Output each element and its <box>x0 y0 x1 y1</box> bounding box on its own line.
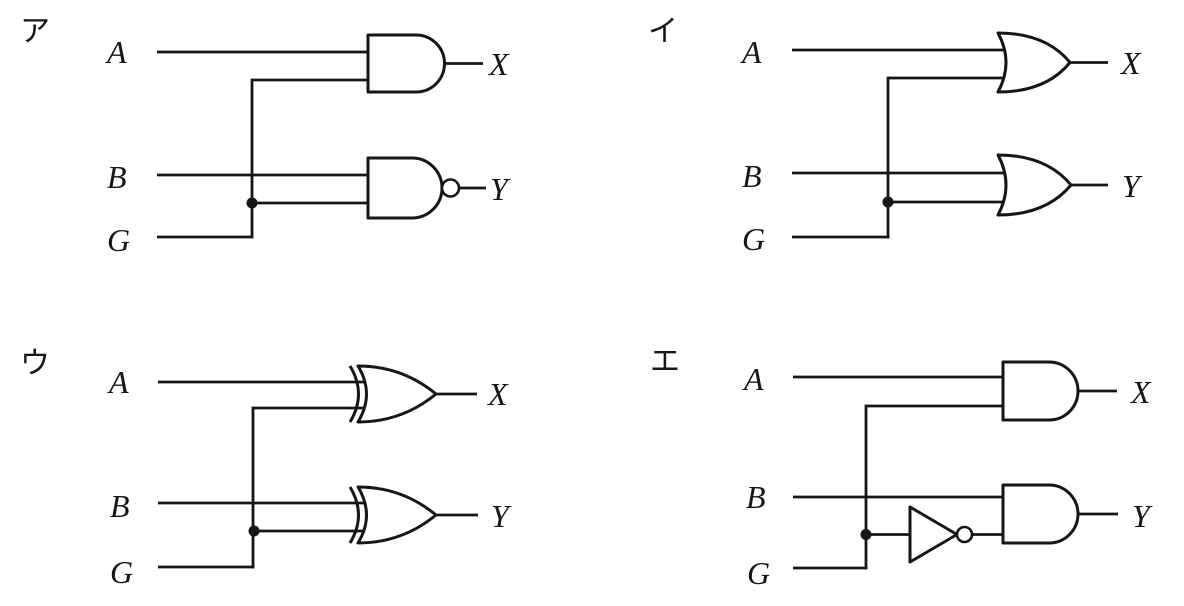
input-label-a: A <box>740 34 762 70</box>
output-label-y: Y <box>1122 168 1143 204</box>
xor-input-arc-x <box>348 365 360 423</box>
output-label-y: Y <box>490 171 511 207</box>
input-label-b: B <box>742 158 762 194</box>
input-label-a: A <box>105 34 127 70</box>
output-label-x: X <box>487 46 510 82</box>
option-label: エ <box>650 344 680 379</box>
input-label-a: A <box>742 361 764 397</box>
not-gate <box>908 505 959 564</box>
output-label-y: Y <box>491 498 512 534</box>
and-gate-x <box>366 33 446 94</box>
input-label-b: B <box>107 159 127 195</box>
input-label-g: G <box>747 555 770 591</box>
output-label-x: X <box>1129 374 1152 410</box>
input-label-a: A <box>107 364 129 400</box>
or-gate-x <box>996 31 1072 94</box>
output-label-x: X <box>1119 45 1142 81</box>
output-label-y: Y <box>1132 498 1153 534</box>
junction-dot <box>248 525 260 537</box>
input-label-b: B <box>110 488 130 524</box>
and-gate-x <box>1001 360 1080 422</box>
panel-i: イ A B G X Y <box>648 14 1143 257</box>
panel-a: ア A B G X Y <box>20 14 511 258</box>
junction-dot <box>860 529 872 540</box>
or-gate-y <box>996 153 1073 217</box>
not-inversion-bubble <box>955 525 974 544</box>
panel-u: ウ A B G X Y <box>20 346 512 590</box>
nand-gate-y <box>366 156 444 220</box>
nand-inversion-bubble <box>440 178 461 198</box>
option-label: ア <box>20 14 50 49</box>
junction-dot <box>882 196 894 208</box>
junction-dot <box>246 197 258 209</box>
xor-gate-x <box>356 364 438 424</box>
input-label-b: B <box>746 479 766 515</box>
output-label-x: X <box>486 376 509 412</box>
option-label: ウ <box>20 346 50 381</box>
panel-e: エ A B G X Y <box>650 344 1153 591</box>
option-label: イ <box>648 14 678 49</box>
input-label-g: G <box>110 554 133 590</box>
and-gate-y <box>1001 483 1080 545</box>
input-label-g: G <box>107 222 130 258</box>
input-label-g: G <box>742 221 765 257</box>
xor-input-arc-y <box>348 486 360 544</box>
xor-gate-y <box>356 485 438 545</box>
